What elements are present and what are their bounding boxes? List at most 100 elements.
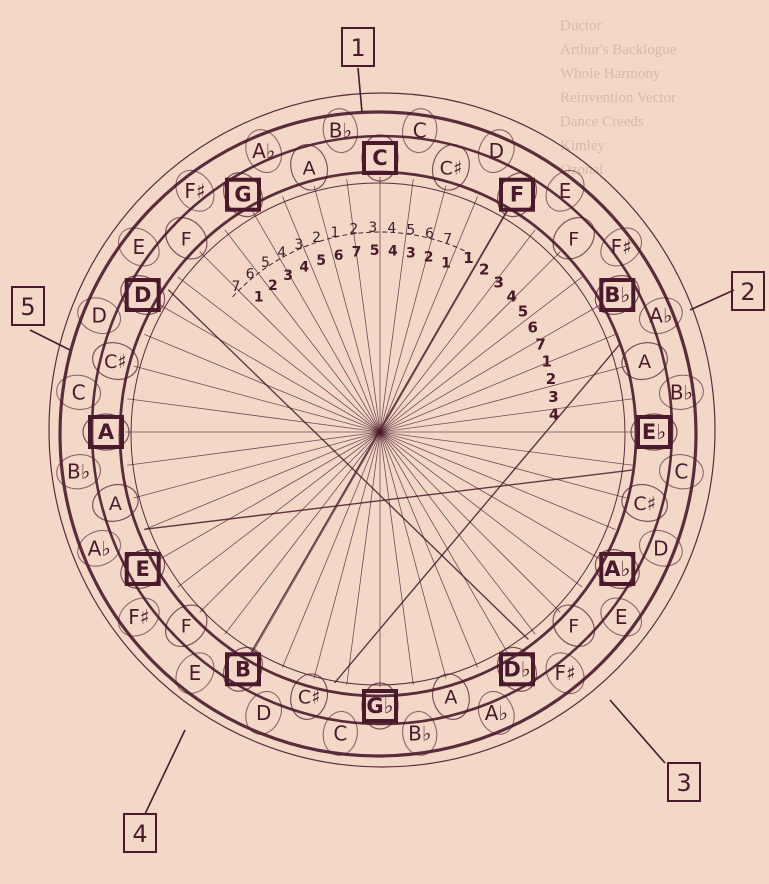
note-oval bbox=[77, 297, 122, 335]
scale-degree-number: 2 bbox=[424, 250, 434, 266]
note-oval bbox=[245, 129, 283, 174]
note-oval bbox=[223, 172, 263, 218]
spoke-line bbox=[158, 304, 381, 433]
note-oval bbox=[477, 690, 515, 735]
callout-pointer bbox=[357, 67, 363, 113]
inner-note-label: A bbox=[638, 351, 651, 373]
boxed-note-label: A♭ bbox=[604, 557, 630, 581]
note-oval bbox=[77, 529, 122, 567]
outer-note-label: D bbox=[91, 304, 106, 328]
boxed-note-label: E♭ bbox=[642, 420, 666, 444]
inner-note-label: C♯ bbox=[104, 351, 126, 373]
callout-box bbox=[11, 286, 45, 326]
spoke-line bbox=[127, 398, 381, 433]
boxed-note-frame bbox=[124, 552, 161, 586]
scale-degree-number: 7 bbox=[231, 279, 240, 295]
inner-note-label: A bbox=[303, 157, 316, 179]
note-oval bbox=[545, 169, 585, 212]
spoke-line bbox=[199, 431, 381, 613]
chord-line bbox=[334, 344, 621, 684]
outer-note-label: E bbox=[133, 235, 146, 259]
boxed-note-frame bbox=[362, 689, 398, 723]
spoke-line bbox=[379, 431, 602, 560]
boxed-note-frame bbox=[499, 177, 535, 212]
scale-degree-number: 3 bbox=[494, 273, 504, 291]
note-oval bbox=[621, 342, 668, 381]
note-oval bbox=[290, 144, 329, 191]
note-oval bbox=[600, 597, 643, 637]
spoke-line bbox=[252, 210, 381, 433]
note-oval bbox=[658, 454, 704, 490]
outer-note-label: F♯ bbox=[611, 235, 632, 259]
number-arc bbox=[232, 231, 471, 298]
spoke-line bbox=[379, 398, 633, 433]
inner-note-label: F bbox=[568, 616, 579, 638]
note-oval bbox=[431, 144, 470, 191]
boxed-note-frame bbox=[225, 652, 261, 687]
note-oval bbox=[477, 129, 515, 174]
scale-degree-number: 4 bbox=[299, 260, 309, 276]
note-oval bbox=[402, 710, 438, 756]
boxed-note-frame bbox=[362, 141, 398, 175]
scale-degree-number: 5 bbox=[261, 255, 270, 271]
ring-circle bbox=[58, 110, 698, 758]
scale-degree-number: 4 bbox=[506, 287, 516, 305]
spoke-line bbox=[224, 229, 381, 433]
scale-degree-number: 3 bbox=[548, 388, 558, 406]
background-text-line: Whole Harmony bbox=[560, 66, 661, 82]
scale-degree-number: 4 bbox=[388, 243, 398, 259]
spoke-line bbox=[379, 431, 633, 466]
spoke-line bbox=[379, 196, 478, 433]
note-oval bbox=[92, 483, 139, 522]
outer-note-label: D bbox=[256, 701, 271, 725]
inner-note-label: F bbox=[181, 228, 192, 250]
outer-note-label: C bbox=[674, 460, 688, 484]
outer-note-label: B♭ bbox=[67, 460, 90, 484]
boxed-note-frame bbox=[225, 177, 261, 212]
scale-degree-number: 2 bbox=[546, 370, 556, 388]
note-oval bbox=[56, 374, 102, 410]
outer-note-label: A♭ bbox=[88, 536, 111, 560]
note-oval bbox=[56, 454, 102, 490]
note-oval bbox=[630, 413, 678, 451]
spoke-line bbox=[127, 431, 381, 466]
outer-note-label: E bbox=[615, 605, 628, 629]
spoke-line bbox=[133, 431, 381, 499]
callout-pointer bbox=[689, 289, 735, 311]
chord-line bbox=[167, 289, 529, 640]
note-oval bbox=[322, 710, 358, 756]
callout-label: 1 bbox=[350, 34, 365, 62]
spoke-line bbox=[313, 431, 381, 679]
spoke-line bbox=[379, 431, 447, 679]
note-oval bbox=[361, 682, 399, 730]
spoke-line bbox=[379, 431, 414, 685]
outer-note-label: A♭ bbox=[252, 139, 275, 163]
background-text-line: Ozonal bbox=[560, 162, 603, 178]
outer-note-label: B♭ bbox=[408, 721, 431, 745]
scale-degree-number: 1 bbox=[463, 249, 473, 267]
outer-note-label: F♯ bbox=[128, 605, 149, 629]
spoke-line bbox=[144, 431, 381, 530]
note-oval bbox=[245, 690, 283, 735]
note-oval bbox=[594, 275, 640, 315]
scale-degree-number: 3 bbox=[368, 220, 377, 236]
outer-note-label: E bbox=[559, 179, 572, 203]
scale-degree-number: 3 bbox=[294, 237, 303, 253]
scale-degree-number: 7 bbox=[535, 335, 545, 353]
chord-line bbox=[144, 469, 633, 531]
spoke-line bbox=[379, 431, 627, 499]
scale-degree-number: 5 bbox=[316, 253, 326, 269]
boxed-note-frame bbox=[636, 415, 672, 449]
scale-degree-number: 2 bbox=[479, 261, 489, 279]
callout-label: 2 bbox=[740, 278, 755, 306]
spoke-line bbox=[158, 431, 381, 560]
boxed-note-label: A bbox=[98, 420, 115, 444]
spoke-line bbox=[379, 179, 414, 433]
spoke-line bbox=[379, 210, 508, 433]
boxed-note-label: B♭ bbox=[604, 283, 630, 307]
scale-degree-number: 2 bbox=[312, 230, 321, 246]
spoke-line bbox=[379, 251, 561, 433]
